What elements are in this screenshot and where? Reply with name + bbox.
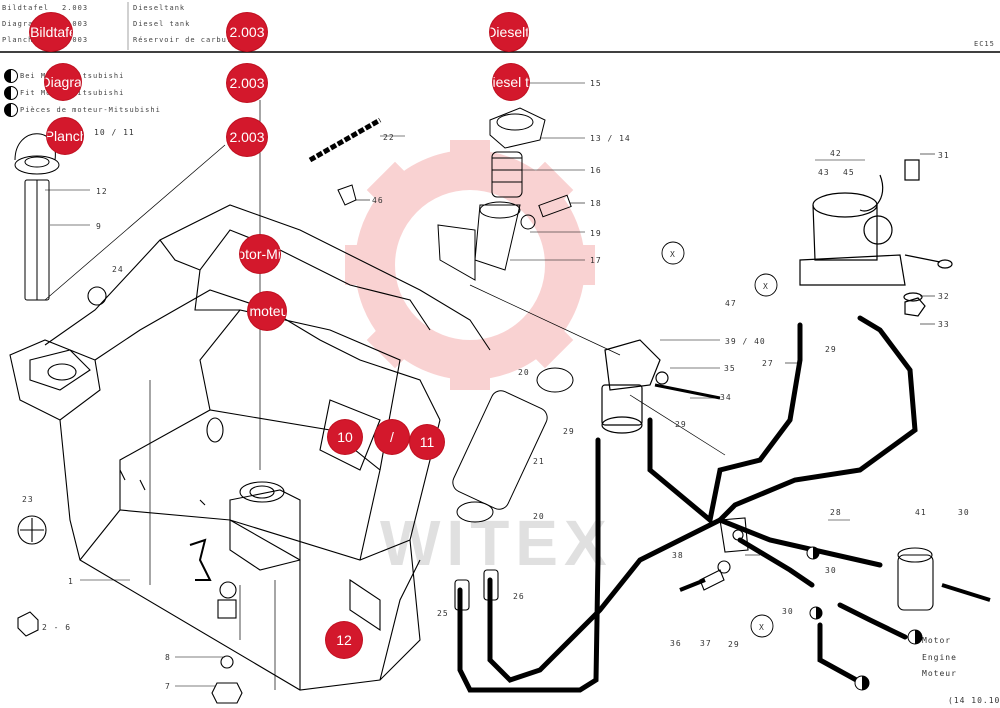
callout-10-11: 10 / 11	[94, 128, 135, 137]
callout-30b: 30	[825, 566, 837, 575]
header-label-bildtafel: Bildtafel	[2, 4, 49, 12]
hotspot-slash[interactable]: /	[375, 420, 409, 454]
callout-27: 27	[762, 359, 774, 368]
header-value-3: 2.003	[62, 36, 89, 44]
header-title-de: Dieseltank	[133, 4, 186, 12]
callout-37: 37	[700, 639, 712, 648]
hotspot-planche[interactable]: Planche	[47, 118, 83, 154]
watermark-text: WITEX	[380, 507, 613, 579]
hotspot-pieces-moteur[interactable]: Pièces de moteur-Mitsubishi	[248, 292, 286, 330]
legend-half-circle-icon	[4, 86, 18, 100]
callout-8: 8	[165, 653, 171, 662]
hotspot-diesel-tank[interactable]: Diesel tank	[493, 64, 529, 100]
hotspot-bei-motor[interactable]: Bei Motor-Mitsubishi	[240, 235, 280, 273]
hotspot-2003-a[interactable]: 2.003	[227, 13, 267, 51]
hotspot-2003-c[interactable]: 2.003	[227, 118, 267, 156]
callout-7: 7	[165, 682, 171, 691]
callout-46: 46	[372, 196, 384, 205]
legend-half-circle-icon	[4, 69, 18, 83]
callout-36: 36	[670, 639, 682, 648]
callout-47: 47	[725, 299, 737, 308]
callout-29b: 29	[563, 427, 575, 436]
hotspot-10[interactable]: 10	[328, 420, 362, 454]
callout-45: 45	[843, 168, 855, 177]
callout-22: 22	[383, 133, 395, 142]
filler-neck	[308, 107, 572, 281]
callout-9: 9	[96, 222, 102, 231]
tank-frame	[9, 204, 491, 691]
callout-38: 38	[672, 551, 684, 560]
svg-text:X: X	[759, 623, 765, 632]
hotspot-dieseltank[interactable]: Dieseltank	[490, 13, 528, 51]
callout-32: 32	[938, 292, 950, 301]
callout-42: 42	[830, 149, 842, 158]
callout-29a: 29	[825, 345, 837, 354]
callout-20b: 20	[533, 512, 545, 521]
callout-26: 26	[513, 592, 525, 601]
header-title-fr: Réservoir de carburant	[133, 36, 248, 44]
callout-numbers: 1 2 - 6 7 8 9 10 / 11 12 13 / 14 15 16 1…	[22, 79, 970, 691]
pre-filter	[17, 286, 991, 704]
x-markers: X X X	[670, 250, 769, 632]
callout-23: 23	[22, 495, 34, 504]
engine-label: Motor Engine Moteur	[922, 636, 957, 678]
callout-39-40: 39 / 40	[725, 337, 766, 346]
header-label-diagram: Diagram	[2, 20, 39, 28]
svg-text:X: X	[670, 250, 676, 259]
callout-2-6: 2 - 6	[42, 623, 71, 632]
callout-13-14: 13 / 14	[590, 134, 631, 143]
fuel-pump	[799, 159, 953, 317]
callout-41: 41	[915, 508, 927, 517]
callout-28: 28	[830, 508, 842, 517]
callout-31: 31	[938, 151, 950, 160]
callout-16: 16	[590, 166, 602, 175]
callout-24: 24	[112, 265, 124, 274]
callout-33: 33	[938, 320, 950, 329]
svg-text:Moteur: Moteur	[922, 669, 957, 678]
watermark-gear	[345, 140, 595, 390]
strainer	[452, 367, 574, 523]
header-value-1: 2.003	[62, 4, 89, 12]
callout-35: 35	[724, 364, 736, 373]
gauge-sender	[14, 133, 60, 301]
callout-34: 34	[720, 393, 732, 402]
callout-12: 12	[96, 187, 108, 196]
svg-text:X: X	[763, 282, 769, 291]
header-label-planche: Planche	[2, 36, 39, 44]
callout-29c: 29	[675, 420, 687, 429]
callout-20a: 20	[518, 368, 530, 377]
fuel-filter	[601, 339, 721, 434]
hotspot-bildtafel[interactable]: Bildtafel	[30, 13, 72, 51]
header-value-2: 2.003	[62, 20, 89, 28]
legend-line-3: Pièces de moteur-Mitsubishi	[20, 106, 161, 114]
hotspot-2003-b[interactable]: 2.003	[227, 64, 267, 102]
callout-30a: 30	[958, 508, 970, 517]
legend-half-circle-icon	[4, 103, 18, 117]
callout-18: 18	[590, 199, 602, 208]
hotspot-11[interactable]: 11	[410, 425, 444, 459]
svg-text:Motor: Motor	[922, 636, 951, 645]
callout-29d: 29	[728, 640, 740, 649]
fuel-hoses	[457, 315, 918, 693]
engine-marks	[806, 546, 923, 691]
callout-25: 25	[437, 609, 449, 618]
page-code: EC15	[974, 40, 995, 48]
svg-text:Engine: Engine	[922, 653, 957, 662]
callout-21: 21	[533, 457, 545, 466]
callout-43: 43	[818, 168, 830, 177]
callout-30c: 30	[782, 607, 794, 616]
hotspot-diagram[interactable]: Diagram	[45, 64, 81, 100]
callout-1: 1	[68, 577, 74, 586]
callout-15: 15	[590, 79, 602, 88]
callout-17: 17	[590, 256, 602, 265]
hotspot-12[interactable]: 12	[326, 622, 362, 658]
header-title-en: Diesel tank	[133, 20, 191, 28]
callout-19: 19	[590, 229, 602, 238]
footer-code: (14 10.10.03)	[948, 696, 1000, 705]
